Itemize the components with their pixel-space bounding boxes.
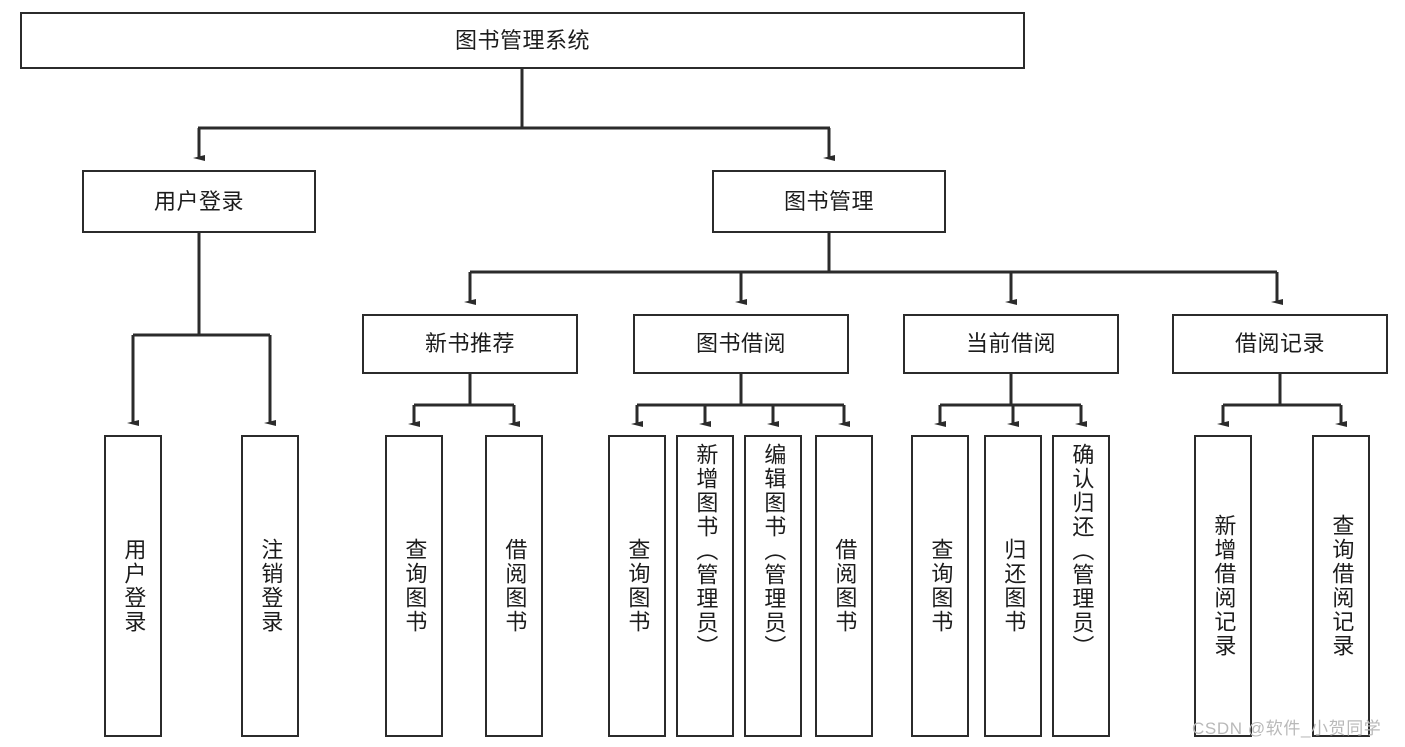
node-borrowing-record[interactable]: 借阅记录 — [1172, 314, 1388, 374]
node-leaf-edit-book-admin[interactable]: 编辑图书（管理员） — [744, 435, 802, 737]
node-label: 当前借阅 — [965, 331, 1056, 357]
node-label: 用户登录 — [121, 538, 147, 634]
node-leaf-query-borrow-record[interactable]: 查询借阅记录 — [1312, 435, 1370, 737]
node-leaf-query-book-2[interactable]: 查询图书 — [608, 435, 666, 737]
node-user-login[interactable]: 用户登录 — [82, 170, 316, 233]
node-label: 图书管理 — [783, 188, 874, 214]
csdn-watermark: CSDN @软件_小贺同学 — [1192, 719, 1382, 738]
node-label: 注销登录 — [258, 538, 284, 634]
node-label: 新增图书（管理员） — [693, 443, 719, 659]
node-leaf-add-borrow-record[interactable]: 新增借阅记录 — [1194, 435, 1252, 737]
node-label: 图书借阅 — [695, 331, 786, 357]
node-leaf-add-book-admin[interactable]: 新增图书（管理员） — [676, 435, 734, 737]
node-book-management-system[interactable]: 图书管理系统 — [20, 12, 1025, 69]
node-label: 借阅图书 — [832, 538, 858, 634]
node-leaf-query-book-1[interactable]: 查询图书 — [385, 435, 443, 737]
node-label: 用户登录 — [153, 188, 244, 214]
node-new-book-recommendation[interactable]: 新书推荐 — [362, 314, 578, 374]
edge-user-login-to-leaves — [127, 233, 276, 426]
node-label: 编辑图书（管理员） — [761, 443, 787, 659]
node-label: 确认归还（管理员） — [1069, 443, 1095, 659]
node-leaf-user-login[interactable]: 用户登录 — [104, 435, 162, 737]
node-book-management[interactable]: 图书管理 — [712, 170, 946, 233]
node-label: 借阅记录 — [1234, 331, 1325, 357]
edge-book-manage-to-level3 — [464, 233, 1283, 305]
edge-current-borrow-to-leaves — [934, 374, 1087, 427]
edge-root-to-level2 — [193, 69, 835, 161]
node-label: 查询借阅记录 — [1329, 514, 1355, 658]
node-label: 新增借阅记录 — [1211, 514, 1237, 658]
node-label: 查询图书 — [402, 538, 428, 634]
node-book-borrowing[interactable]: 图书借阅 — [633, 314, 849, 374]
node-leaf-borrow-book-2[interactable]: 借阅图书 — [815, 435, 873, 737]
node-label: 查询图书 — [928, 538, 954, 634]
node-leaf-confirm-return-admin[interactable]: 确认归还（管理员） — [1052, 435, 1110, 737]
node-label: 新书推荐 — [424, 331, 515, 357]
edge-new-book-rec-to-leaves — [408, 374, 520, 427]
edge-borrow-record-to-leaves — [1217, 374, 1347, 427]
node-leaf-borrow-book-1[interactable]: 借阅图书 — [485, 435, 543, 737]
node-label: 归还图书 — [1001, 538, 1027, 634]
node-current-borrowing[interactable]: 当前借阅 — [903, 314, 1119, 374]
node-leaf-logout[interactable]: 注销登录 — [241, 435, 299, 737]
node-label: 查询图书 — [625, 538, 651, 634]
node-label: 图书管理系统 — [454, 27, 590, 53]
node-leaf-query-book-3[interactable]: 查询图书 — [911, 435, 969, 737]
edge-book-borrow-to-leaves — [631, 374, 850, 427]
node-leaf-return-book[interactable]: 归还图书 — [984, 435, 1042, 737]
node-label: 借阅图书 — [502, 538, 528, 634]
